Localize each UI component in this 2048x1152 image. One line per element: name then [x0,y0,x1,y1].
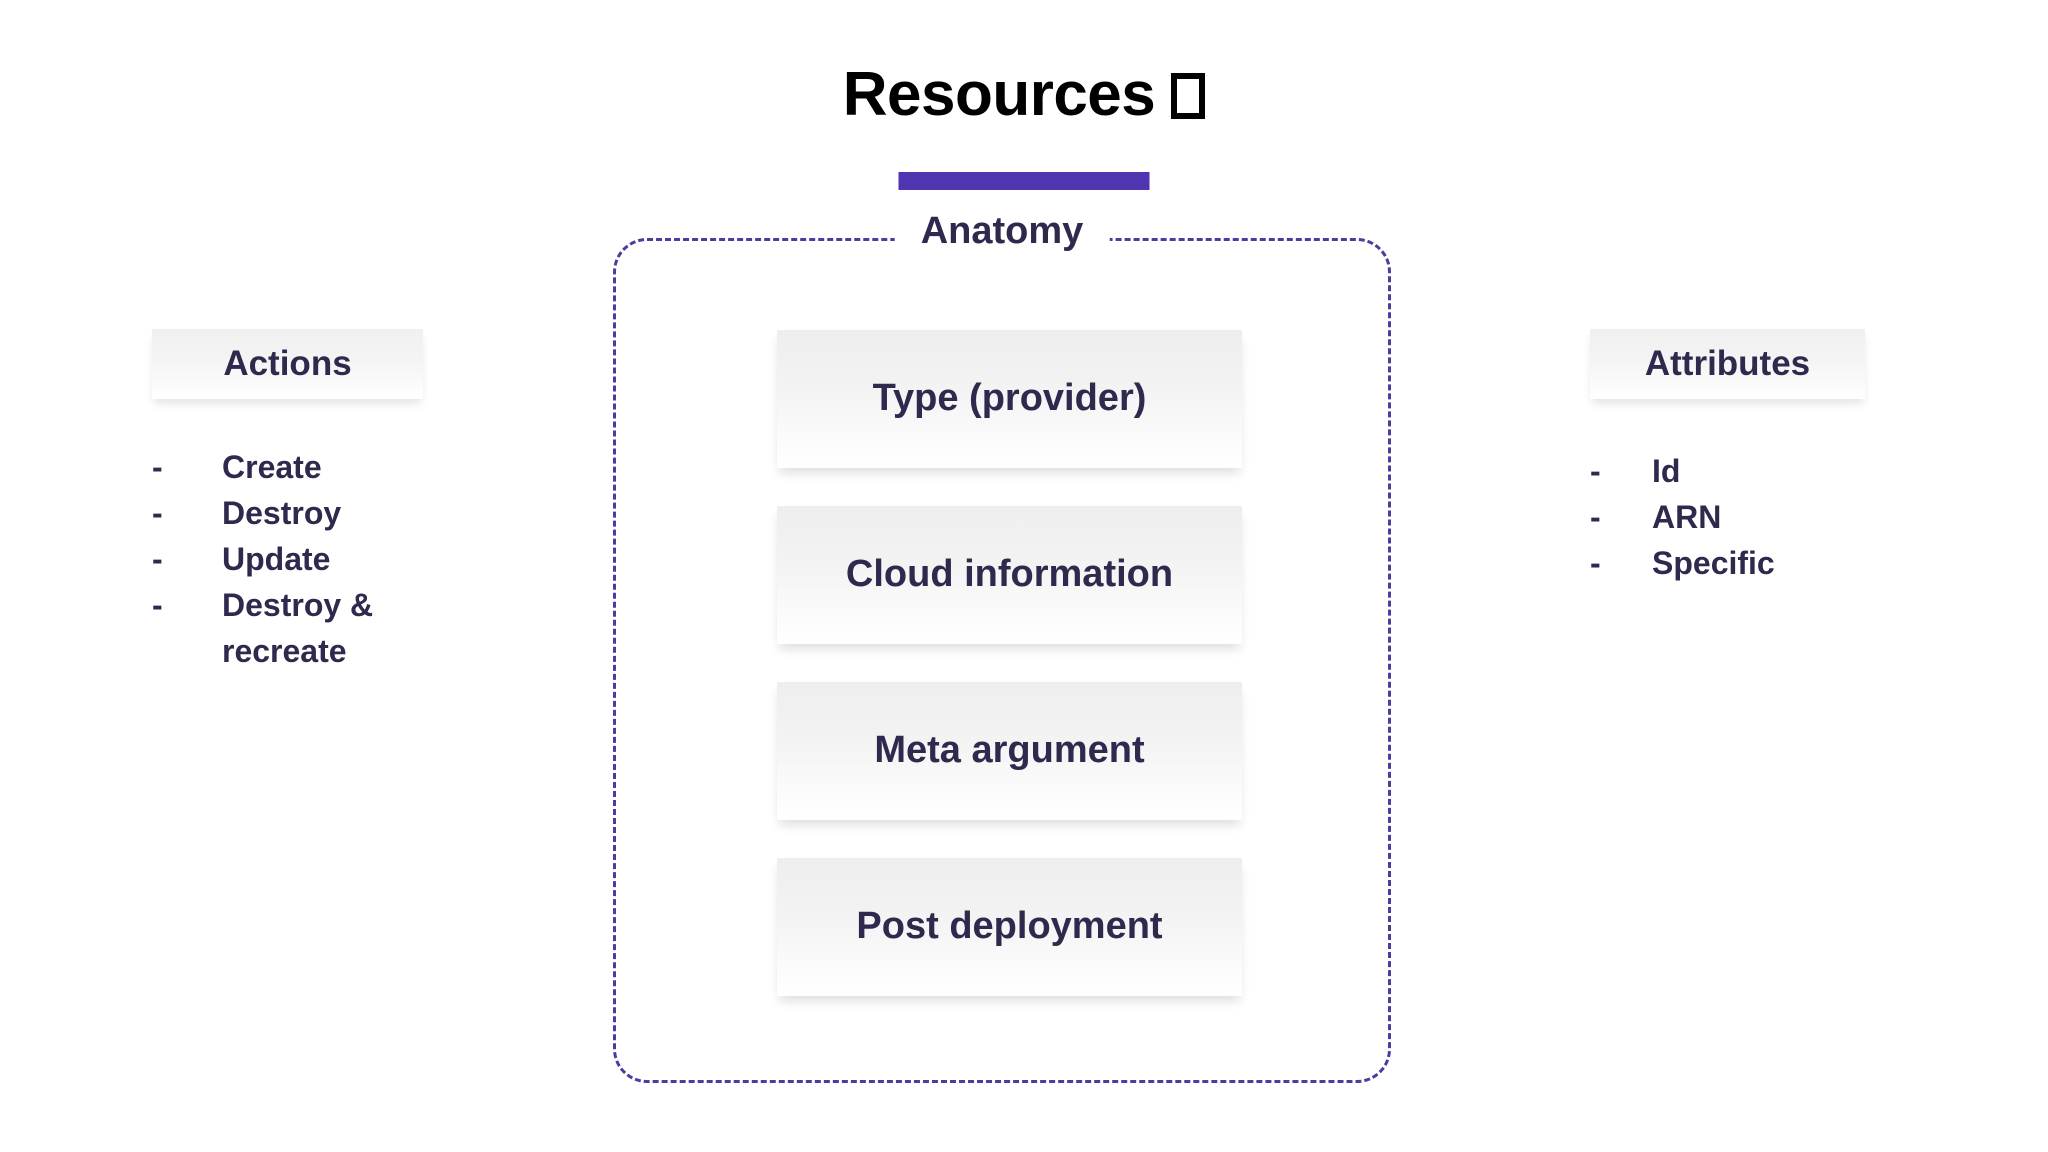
anatomy-card-label: Post deployment [856,905,1163,948]
missing-glyph-box-icon [1171,73,1206,119]
page-title: Resources [0,60,2048,190]
bullet-dash: - [1590,545,1601,581]
page-title-text: Resources [842,60,1156,129]
anatomy-card-cloud-information[interactable]: Cloud information [777,506,1242,644]
actions-list: - Create - Destroy - Update - Destroy & … [152,444,572,674]
bullet-dash: - [152,495,163,531]
list-item: - Destroy & recreate [152,582,572,674]
list-item: - Update [152,536,572,582]
list-item: - Destroy [152,490,572,536]
list-item-label: Create [222,449,322,485]
anatomy-card-label: Meta argument [874,729,1145,772]
list-item-label: ARN [1652,499,1722,535]
bullet-dash: - [152,587,163,623]
list-item-label: Specific [1652,545,1775,581]
list-item: - Specific [1590,540,2010,586]
bullet-dash: - [1590,499,1601,535]
anatomy-card-stack: Type (provider) Cloud information Meta a… [777,330,1242,996]
bullet-dash: - [1590,453,1601,489]
attributes-header-label: Attributes [1644,344,1811,383]
title-underline-rule [898,172,1150,190]
list-item: - Create [152,444,572,490]
list-item-label: Id [1652,453,1681,489]
anatomy-container: Anatomy Type (provider) Cloud informatio… [613,208,1391,1083]
anatomy-card-type-provider[interactable]: Type (provider) [777,330,1242,468]
list-item-label: Destroy & recreate [222,587,374,669]
anatomy-label: Anatomy [894,208,1110,256]
attributes-column: Attributes - Id - ARN - Specific [1590,329,2010,586]
anatomy-card-label: Cloud information [845,553,1174,596]
actions-header-label: Actions [223,344,352,383]
actions-header-card[interactable]: Actions [152,329,423,399]
list-item-label: Update [222,541,331,577]
actions-column: Actions - Create - Destroy - Update - De… [152,329,572,674]
anatomy-card-post-deployment[interactable]: Post deployment [777,858,1242,996]
list-item: - ARN [1590,494,2010,540]
attributes-header-card[interactable]: Attributes [1590,329,1865,399]
list-item: - Id [1590,448,2010,494]
anatomy-card-meta-argument[interactable]: Meta argument [777,682,1242,820]
bullet-dash: - [152,449,163,485]
bullet-dash: - [152,541,163,577]
attributes-list: - Id - ARN - Specific [1590,448,2010,586]
list-item-label: Destroy [222,495,342,531]
anatomy-card-label: Type (provider) [872,377,1147,420]
